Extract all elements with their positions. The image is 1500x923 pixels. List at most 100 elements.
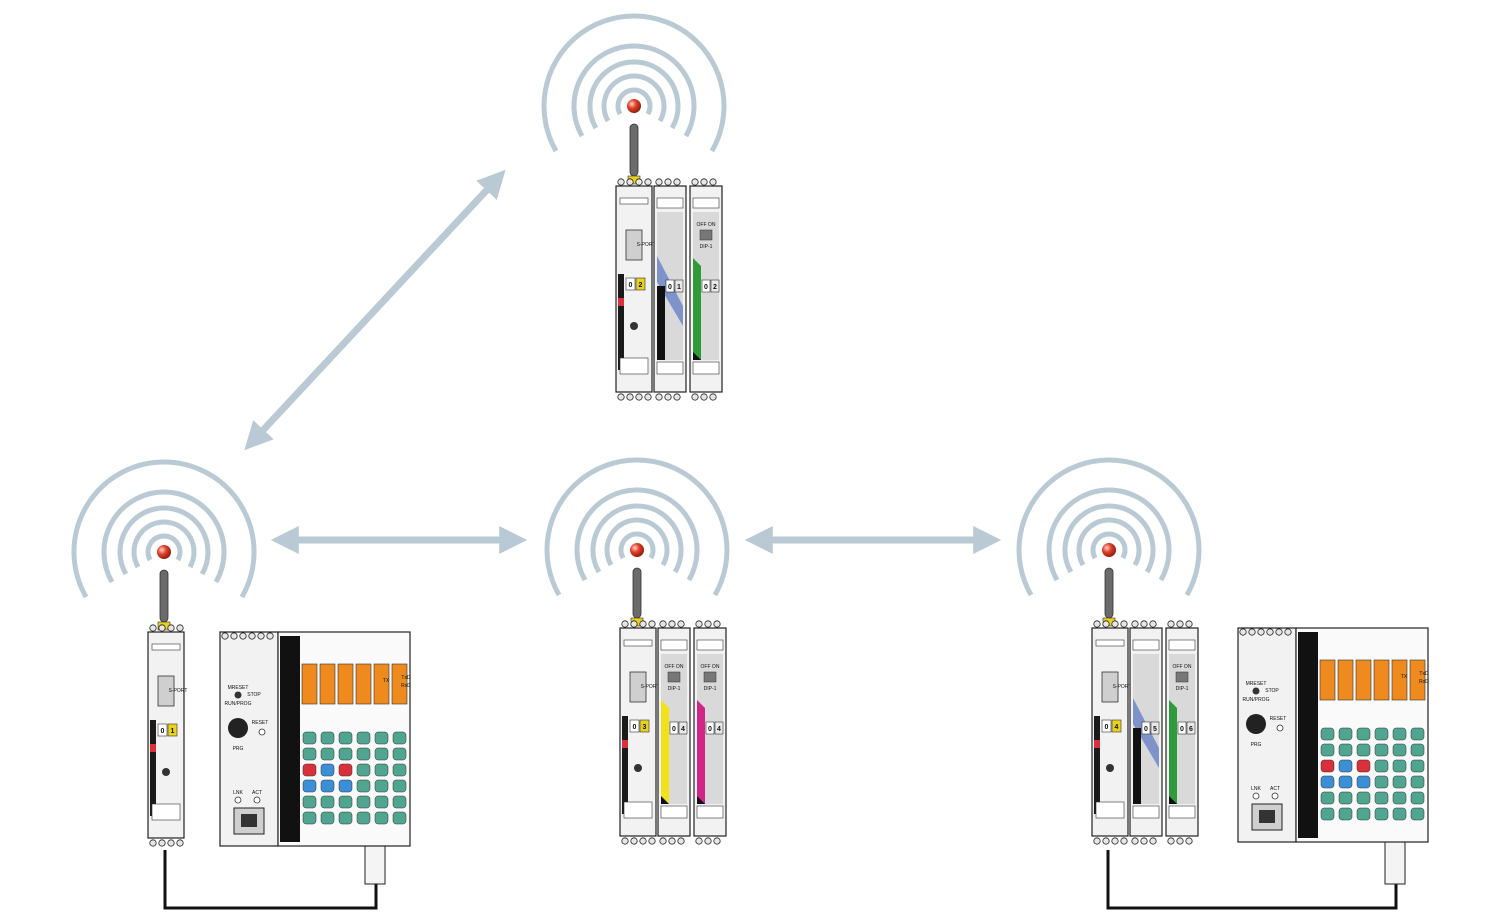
screw-terminal [1176,837,1184,845]
io-terminal-block [1410,759,1425,773]
rotary-switch-1 [701,279,711,293]
screw-terminal [677,837,685,845]
front-stripe [622,716,628,814]
txd-label: TxD [1419,671,1429,677]
screw-terminal [704,620,712,628]
reset-button-icon [1276,724,1284,732]
reset-button-icon [630,322,638,330]
io-terminal-block [302,795,317,809]
screw-terminal [1284,628,1292,636]
radio-wave-arc [541,13,727,153]
link-left-top [244,169,506,451]
radio-links [244,169,1002,554]
io-terminal-block [1338,791,1353,805]
bottom-label-strip [696,805,724,819]
address-digit: 1 [171,728,175,735]
radio-wave-arc [101,489,227,584]
io-terminal-block [1356,807,1371,821]
io-terminal-block [320,731,335,745]
rotary-switch-1 [157,723,168,737]
accent-stripe [661,700,669,804]
screw-terminal [713,620,721,628]
io-orange-module [391,663,408,705]
address-digit: 3 [643,724,647,731]
dip-label: DIP-1 [704,686,717,692]
screw-terminal [673,393,681,401]
screw-terminal [617,393,625,401]
bottom-label-strip [623,801,653,819]
io-terminal-block [302,811,317,825]
rotary-switch-2 [1111,719,1122,733]
reset-button-icon [634,764,642,772]
io-terminal-block [1410,743,1425,757]
address-digit: 4 [681,726,685,733]
screw-terminal [704,837,712,845]
screw-terminal [1131,837,1139,845]
rotary-switch-2 [710,279,720,293]
screw-terminal [630,620,638,628]
address-digit: 0 [668,284,672,291]
stop-label: STOP [1265,688,1279,694]
bottom-label-strip [1095,801,1125,819]
s-port-label: S-PORT [169,688,188,694]
status-led-red [622,740,628,748]
run-prog-label: RUN/PROG [1243,697,1270,703]
radio-wave-arc [544,457,730,597]
antenna [1104,567,1114,619]
address-digit: 4 [717,726,721,733]
radio-wave-arc [1046,487,1172,582]
cable-right [1106,850,1398,910]
io-terminal-block [374,779,389,793]
screw-terminal [659,620,667,628]
screw-terminal [158,624,166,632]
reset-button-icon [258,728,266,736]
lnk-label: LNK [1251,786,1261,792]
screw-terminal [664,178,672,186]
front-stripe [150,720,156,816]
reset-button-icon [1106,764,1114,772]
screw-terminal [648,620,656,628]
radio-wave-arc [145,533,183,562]
screw-terminal [695,837,703,845]
address-digit: 0 [1144,726,1148,733]
dip-off-on-label: OFF ON [701,664,720,670]
rotary-switch-2 [167,723,178,737]
accent-stripe [697,700,705,804]
tx-label: TX [1401,674,1408,680]
screw-terminal [1120,620,1128,628]
run-prog-label: RUN/PROG [225,701,252,707]
io-terminal-block [1392,727,1407,741]
screw-terminal [626,393,634,401]
rotary-switch-1 [1101,719,1112,733]
screw-terminal [655,393,663,401]
screw-terminal [621,837,629,845]
address-digit: 0 [1180,726,1184,733]
mode-switch-icon [234,691,242,699]
status-led-red [618,298,624,306]
io-terminal-block [1410,791,1425,805]
io-terminal-block [374,811,389,825]
screw-terminal [644,178,652,186]
screw-terminal [648,837,656,845]
io-terminal-block [392,795,407,809]
screw-terminal [1266,628,1274,636]
io-terminal-block [1320,759,1335,773]
screw-terminal [1176,620,1184,628]
io-terminal-block [1392,759,1407,773]
mreset-label: MRESET [1246,681,1267,687]
io-terminal-block [1320,743,1335,757]
address-digit: 0 [629,282,633,289]
radio-wave-arc [571,43,697,138]
io-terminal-block [1338,759,1353,773]
screw-terminal [1120,837,1128,845]
io-terminal-block [302,763,317,777]
io-terminal-block [356,747,371,761]
screw-terminal [691,393,699,401]
dip-switch [699,229,713,241]
io-terminal-block [338,731,353,745]
screw-terminal [644,393,652,401]
address-digit: 4 [1115,724,1119,731]
